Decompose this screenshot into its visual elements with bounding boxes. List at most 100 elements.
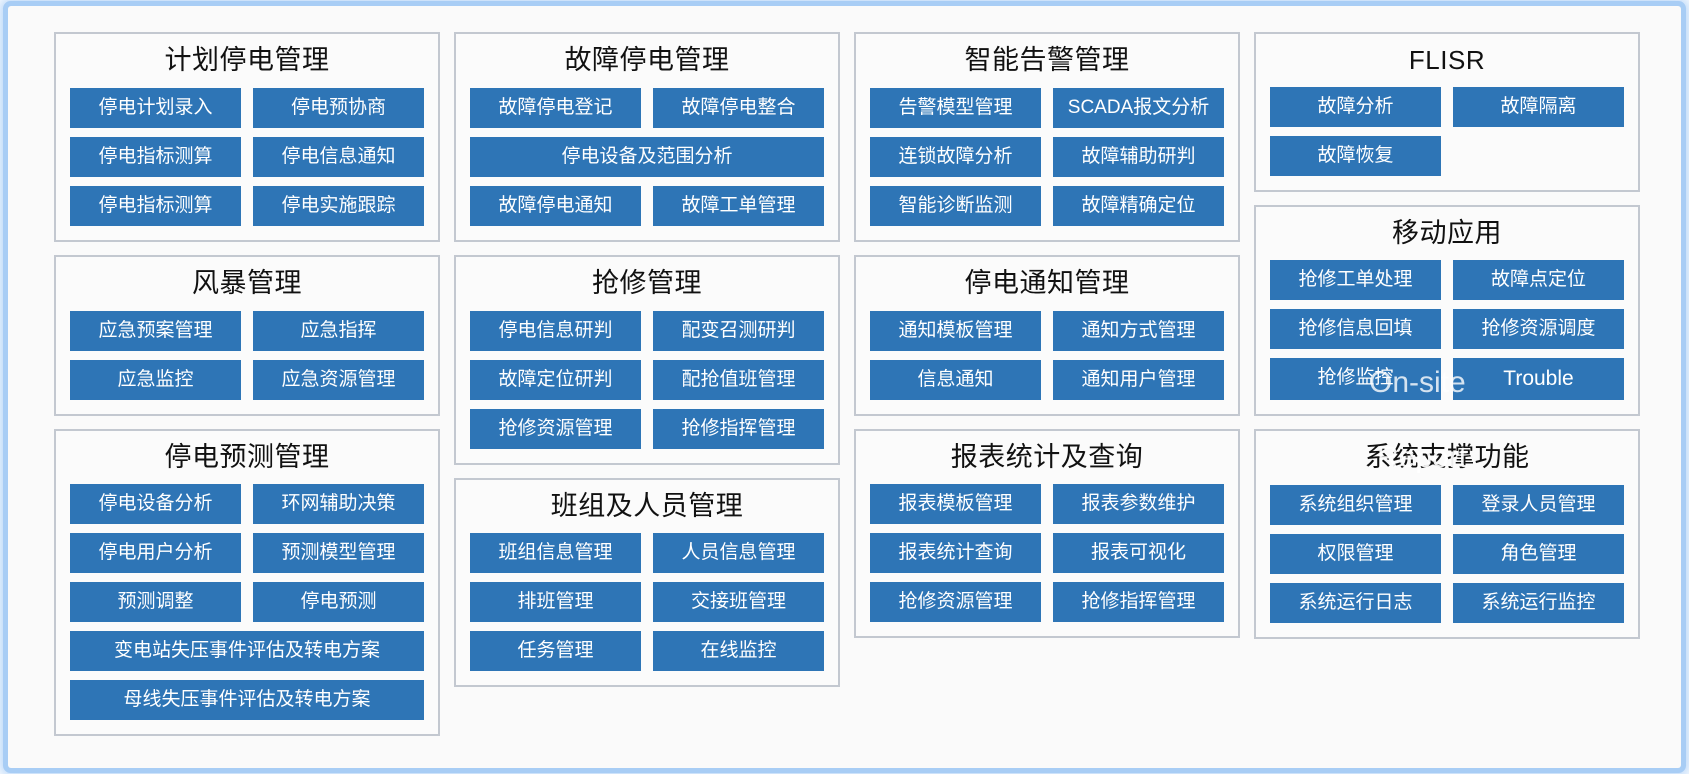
module-button[interactable]: 停电指标测算 — [70, 185, 241, 226]
button-row: 故障分析故障隔离 — [1270, 86, 1624, 127]
panel-title: 移动应用 — [1392, 217, 1502, 248]
button-row: 抢修信息回填抢修资源调度 — [1270, 309, 1624, 350]
module-button[interactable]: 母线失压事件评估及转电方案 — [70, 680, 424, 721]
button-row: 停电指标测算停电信息通知 — [70, 136, 424, 177]
module-button[interactable]: 停电预协商 — [253, 87, 424, 128]
module-button[interactable]: 停电指标测算 — [70, 136, 241, 177]
module-button[interactable]: 报表模板管理 — [870, 484, 1041, 525]
module-button[interactable]: 应急监控 — [70, 359, 241, 400]
module-button[interactable]: 配抢值班管理 — [653, 359, 824, 400]
panel-button-rows: 停电信息研判配变召测研判故障定位研判配抢值班管理抢修资源管理抢修指挥管理 — [470, 310, 824, 449]
button-row: 故障停电登记故障停电整合 — [470, 87, 824, 128]
module-button[interactable]: 通知用户管理 — [1053, 359, 1224, 400]
module-button[interactable]: 抢修资源调度 — [1453, 309, 1624, 350]
button-row: 停电设备及范围分析 — [470, 136, 824, 177]
module-button[interactable]: 抢修资源管理 — [870, 582, 1041, 623]
button-row: 预测调整停电预测 — [70, 582, 424, 623]
module-button[interactable]: 应急预案管理 — [70, 310, 241, 351]
module-button[interactable]: 故障恢复 — [1270, 135, 1441, 176]
module-button[interactable]: 故障停电整合 — [653, 87, 824, 128]
module-button[interactable]: Trouble — [1453, 358, 1624, 401]
module-button[interactable]: 抢修指挥管理 — [1053, 582, 1224, 623]
module-button[interactable]: 应急指挥 — [253, 310, 424, 351]
panel-title: 报表统计及查询 — [950, 441, 1144, 472]
module-button[interactable]: 智能诊断监测 — [870, 185, 1041, 226]
panel-button-rows: 停电设备分析环网辅助决策停电用户分析预测模型管理预测调整停电预测变电站失压事件评… — [70, 484, 424, 721]
module-button[interactable]: 停电信息研判 — [470, 310, 641, 351]
module-button[interactable]: 故障精确定位 — [1053, 185, 1224, 226]
module-button[interactable]: 停电信息通知 — [253, 136, 424, 177]
button-row: 抢修资源管理抢修指挥管理 — [870, 582, 1224, 623]
module-button[interactable]: 通知方式管理 — [1053, 310, 1224, 351]
panel-title: 智能告警管理 — [964, 45, 1130, 75]
module-button[interactable]: 登录人员管理 — [1453, 485, 1624, 525]
button-placeholder — [1453, 136, 1624, 176]
module-button[interactable]: 报表参数维护 — [1053, 484, 1224, 525]
module-button[interactable]: 故障定位研判 — [470, 359, 641, 400]
module-button[interactable]: 排班管理 — [470, 582, 641, 623]
module-panel: 计划停电管理停电计划录入停电预协商停电指标测算停电信息通知停电指标测算停电实施跟… — [54, 32, 440, 242]
module-button[interactable]: 在线监控 — [653, 631, 824, 672]
module-button[interactable]: 报表统计查询 — [870, 533, 1041, 574]
module-button[interactable]: 故障工单管理 — [653, 185, 824, 226]
module-button[interactable]: 故障点定位 — [1453, 260, 1624, 301]
module-button[interactable]: 预测调整 — [70, 582, 241, 623]
module-button[interactable]: 停电设备及范围分析 — [470, 136, 824, 177]
module-button[interactable]: 抢修工单处理 — [1270, 260, 1441, 301]
module-button[interactable]: 环网辅助决策 — [253, 484, 424, 525]
button-row: 停电用户分析预测模型管理 — [70, 533, 424, 574]
module-button[interactable]: 停电实施跟踪 — [253, 185, 424, 226]
module-panel: 停电预测管理停电设备分析环网辅助决策停电用户分析预测模型管理预测调整停电预测变电… — [54, 428, 440, 737]
panel-button-rows: 通知模板管理通知方式管理信息通知通知用户管理 — [870, 310, 1224, 400]
module-button[interactable]: 角色管理 — [1453, 534, 1624, 574]
module-button[interactable]: 故障停电通知 — [470, 185, 641, 226]
panel-title: 风暴管理 — [192, 267, 302, 298]
module-button[interactable]: 停电设备分析 — [70, 484, 241, 525]
module-button[interactable]: 抢修资源管理 — [470, 408, 641, 449]
button-row: 停电计划录入停电预协商 — [70, 87, 424, 128]
module-button[interactable]: 系统组织管理 — [1270, 485, 1441, 525]
module-button[interactable]: 停电预测 — [253, 582, 424, 623]
module-button[interactable]: 应急资源管理 — [253, 359, 424, 400]
module-button[interactable]: 故障分析 — [1270, 86, 1441, 127]
module-button[interactable]: 停电用户分析 — [70, 533, 241, 574]
button-row: 报表统计查询报表可视化 — [870, 533, 1224, 574]
module-button[interactable]: 系统运行日志 — [1270, 583, 1441, 623]
module-button[interactable]: 停电计划录入 — [70, 87, 241, 128]
panel-button-rows: 故障分析故障隔离故障恢复 — [1270, 86, 1624, 176]
panel-title: 抢修管理 — [592, 267, 702, 298]
module-panel: 报表统计及查询报表模板管理报表参数维护报表统计查询报表可视化抢修资源管理抢修指挥… — [854, 428, 1240, 639]
module-panel: 抢修管理停电信息研判配变召测研判故障定位研判配抢值班管理抢修资源管理抢修指挥管理 — [454, 254, 840, 465]
module-button[interactable]: 抢修监控 — [1270, 358, 1441, 401]
panel-grid: 计划停电管理停电计划录入停电预协商停电指标测算停电信息通知停电指标测算停电实施跟… — [54, 32, 1640, 744]
module-button[interactable]: 告警模型管理 — [870, 87, 1041, 128]
button-row: 系统组织管理登录人员管理 — [1270, 485, 1624, 525]
module-button[interactable]: 变电站失压事件评估及转电方案 — [70, 631, 424, 672]
panel-title: 停电预测管理 — [164, 441, 330, 472]
module-button[interactable]: 人员信息管理 — [653, 533, 824, 574]
module-button[interactable]: SCADA报文分析 — [1053, 87, 1224, 128]
module-button[interactable]: 任务管理 — [470, 631, 641, 672]
module-button[interactable]: 故障辅助研判 — [1053, 136, 1224, 177]
module-button[interactable]: 预测模型管理 — [253, 533, 424, 574]
panel-column: 计划停电管理停电计划录入停电预协商停电指标测算停电信息通知停电指标测算停电实施跟… — [54, 32, 440, 737]
module-button[interactable]: 配变召测研判 — [653, 310, 824, 351]
button-row: 班组信息管理人员信息管理 — [470, 533, 824, 574]
module-button[interactable]: 交接班管理 — [653, 582, 824, 623]
module-button[interactable]: 抢修指挥管理 — [653, 408, 824, 449]
module-button[interactable]: 故障隔离 — [1453, 86, 1624, 127]
module-panel: 风暴管理应急预案管理应急指挥应急监控应急资源管理 — [54, 254, 440, 416]
module-button[interactable]: 连锁故障分析 — [870, 136, 1041, 177]
module-button[interactable]: 抢修信息回填 — [1270, 309, 1441, 350]
module-button[interactable]: 班组信息管理 — [470, 533, 641, 574]
module-button[interactable]: 故障停电登记 — [470, 87, 641, 128]
panel-button-rows: 班组信息管理人员信息管理排班管理交接班管理任务管理在线监控 — [470, 533, 824, 672]
module-button[interactable]: 信息通知 — [870, 359, 1041, 400]
module-button[interactable]: 权限管理 — [1270, 534, 1441, 574]
module-button[interactable]: 系统运行监控 — [1453, 583, 1624, 623]
module-button[interactable]: 通知模板管理 — [870, 310, 1041, 351]
module-button[interactable]: 报表可视化 — [1053, 533, 1224, 574]
button-row: 停电指标测算停电实施跟踪 — [70, 185, 424, 226]
